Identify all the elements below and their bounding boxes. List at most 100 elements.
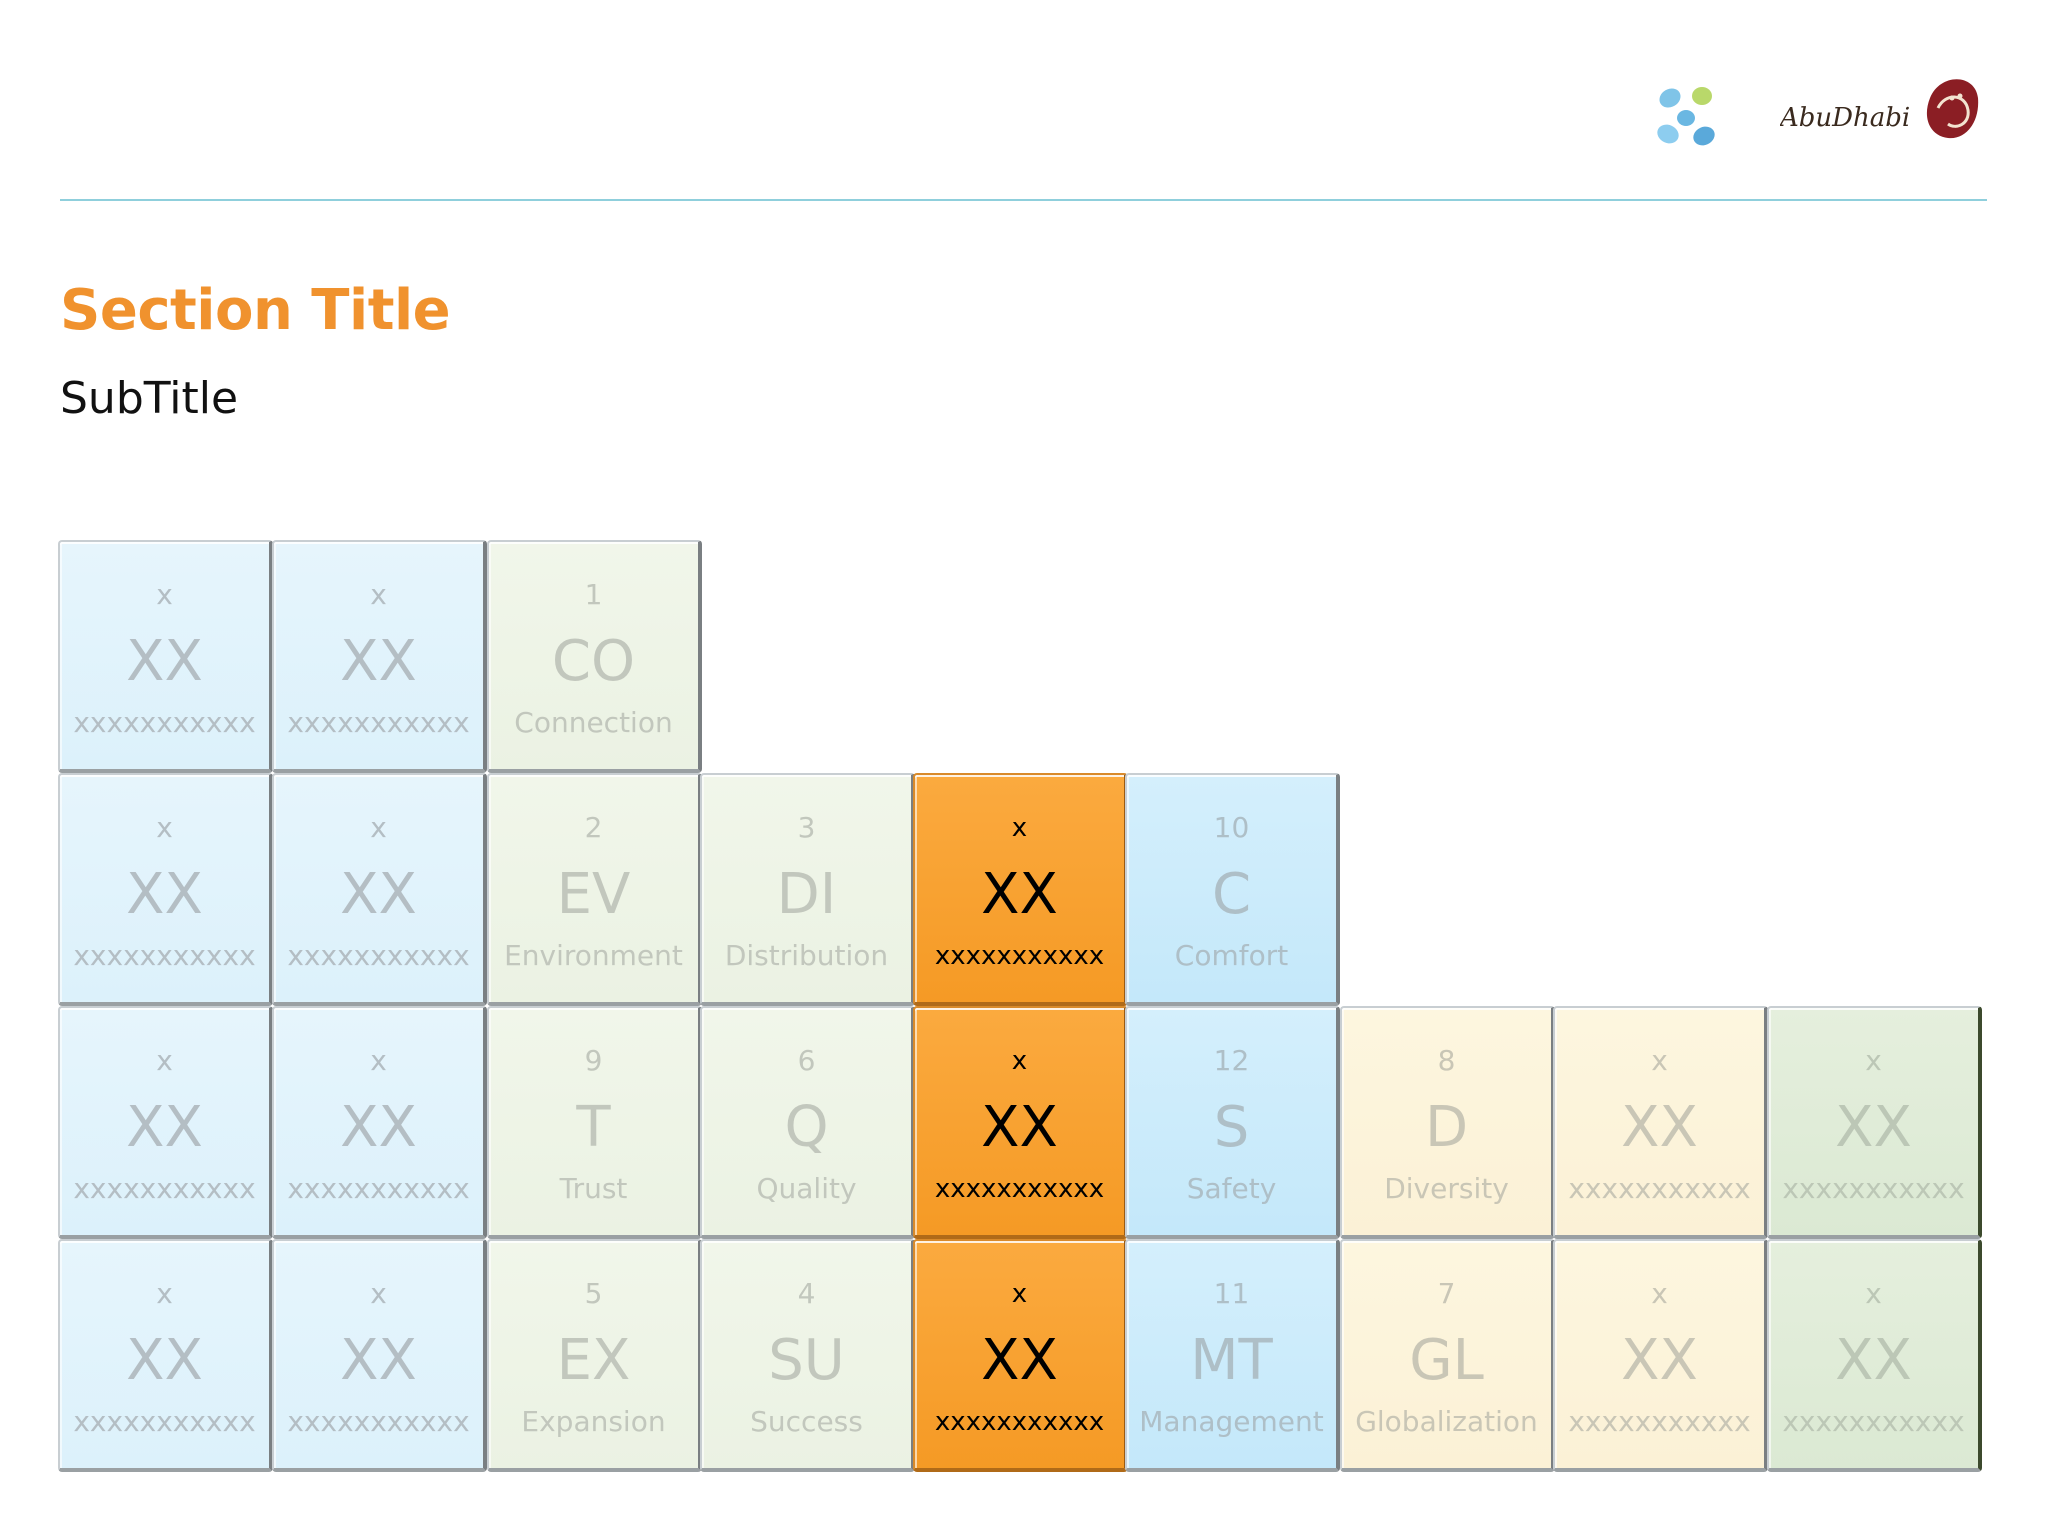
tile-name: xxxxxxxxxxx bbox=[287, 706, 470, 739]
tile-number: x bbox=[1651, 1044, 1668, 1077]
tile-symbol: XX bbox=[340, 629, 417, 694]
tile-number: x bbox=[1011, 1046, 1028, 1076]
tile-symbol: XX bbox=[981, 1328, 1058, 1393]
abu-dhabi-wordmark: AbuDhabi bbox=[1780, 103, 1910, 133]
tile-name: Globalization bbox=[1355, 1405, 1538, 1438]
tile-name: Safety bbox=[1186, 1172, 1277, 1205]
tile-name: xxxxxxxxxxx bbox=[73, 1405, 256, 1438]
tile-symbol: GL bbox=[1409, 1328, 1484, 1393]
tile-name: xxxxxxxxxxx bbox=[287, 1172, 470, 1205]
tile-name: xxxxxxxxxxx bbox=[934, 941, 1105, 971]
tile-symbol: XX bbox=[126, 1328, 203, 1393]
tile-symbol: XX bbox=[126, 629, 203, 694]
tile-name: Management bbox=[1139, 1405, 1324, 1438]
tile-symbol: EV bbox=[556, 862, 631, 927]
tile-symbol: Q bbox=[784, 1095, 829, 1160]
tile-number: 5 bbox=[584, 1277, 603, 1310]
tile-number: 8 bbox=[1437, 1044, 1456, 1077]
tile-number: x bbox=[370, 811, 387, 844]
tile-number: 3 bbox=[797, 811, 816, 844]
tile-symbol: XX bbox=[126, 1095, 203, 1160]
tile-number: 7 bbox=[1437, 1277, 1456, 1310]
tile-symbol: XX bbox=[340, 862, 417, 927]
tile-name: Diversity bbox=[1384, 1172, 1509, 1205]
tile-name: xxxxxxxxxxx bbox=[1568, 1405, 1751, 1438]
tile-number: 4 bbox=[797, 1277, 816, 1310]
tile-number: x bbox=[156, 1277, 173, 1310]
tile-symbol: S bbox=[1213, 1095, 1250, 1160]
tile-name: Trust bbox=[559, 1172, 628, 1205]
tile-name: xxxxxxxxxxx bbox=[1782, 1172, 1965, 1205]
tile-symbol: XX bbox=[1621, 1328, 1698, 1393]
logos: AbuDhabi bbox=[1650, 62, 2000, 152]
tile-symbol: XX bbox=[1621, 1095, 1698, 1160]
tile-number: x bbox=[1011, 813, 1028, 843]
tile-number: x bbox=[156, 811, 173, 844]
tile-name: Distribution bbox=[724, 939, 889, 972]
tile-name: Expansion bbox=[521, 1405, 666, 1438]
tile-symbol: XX bbox=[340, 1095, 417, 1160]
tile-name: Quality bbox=[756, 1172, 857, 1205]
tile-name: xxxxxxxxxxx bbox=[934, 1407, 1105, 1437]
tile-symbol: XX bbox=[981, 862, 1058, 927]
tile-number: 1 bbox=[584, 578, 603, 611]
tile-name: xxxxxxxxxxx bbox=[1782, 1405, 1965, 1438]
tile-symbol: DI bbox=[776, 862, 837, 927]
tile-name: Environment bbox=[504, 939, 683, 972]
brand-mark-icon bbox=[1657, 87, 1715, 146]
abu-dhabi-logo: AbuDhabi bbox=[1780, 79, 1979, 139]
tile-number: x bbox=[370, 1044, 387, 1077]
tile-number: x bbox=[370, 1277, 387, 1310]
tile-symbol: SU bbox=[768, 1328, 845, 1393]
tile-symbol: XX bbox=[1835, 1095, 1912, 1160]
tile-number: x bbox=[1865, 1044, 1882, 1077]
tile-symbol: XX bbox=[1835, 1328, 1912, 1393]
tile-number: x bbox=[156, 578, 173, 611]
tile-symbol: EX bbox=[556, 1328, 631, 1393]
tile-number: 10 bbox=[1213, 811, 1250, 844]
tile-number: 2 bbox=[584, 811, 603, 844]
tile-name: Comfort bbox=[1174, 939, 1289, 972]
tile-number: 9 bbox=[584, 1044, 603, 1077]
tile-name: xxxxxxxxxxx bbox=[287, 939, 470, 972]
tile-symbol: D bbox=[1424, 1095, 1469, 1160]
header-divider bbox=[60, 199, 1987, 201]
tile-number: 11 bbox=[1213, 1277, 1250, 1310]
tile-symbol: CO bbox=[551, 629, 636, 694]
tile-symbol: MT bbox=[1190, 1328, 1273, 1393]
tile-symbol: XX bbox=[981, 1095, 1058, 1160]
section-subtitle: SubTitle bbox=[60, 373, 239, 424]
tile-symbol: T bbox=[576, 1095, 611, 1160]
tile-number: 6 bbox=[797, 1044, 816, 1077]
tile-symbol: XX bbox=[126, 862, 203, 927]
tile-name: xxxxxxxxxxx bbox=[73, 706, 256, 739]
tile-name: xxxxxxxxxxx bbox=[73, 939, 256, 972]
section-title: Section Title bbox=[60, 278, 451, 343]
tile-number: x bbox=[1011, 1279, 1028, 1309]
tile-name: xxxxxxxxxxx bbox=[934, 1174, 1105, 1204]
